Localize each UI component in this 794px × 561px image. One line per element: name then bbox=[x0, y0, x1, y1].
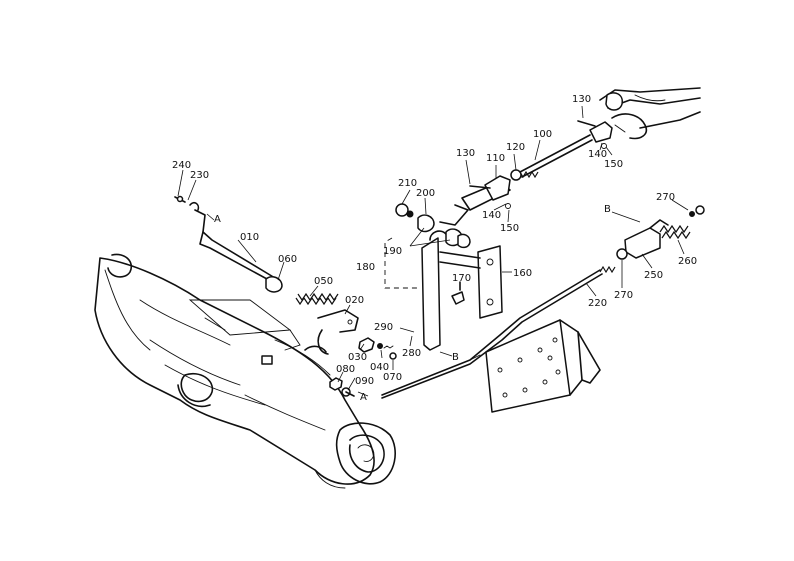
group-bracket-180 bbox=[384, 237, 420, 289]
callout-100: 100 bbox=[533, 129, 552, 140]
callout-280: 280 bbox=[402, 348, 421, 359]
callout-270a: 270 bbox=[614, 290, 633, 301]
callout-160: 160 bbox=[513, 268, 532, 279]
connector-b-lower: B bbox=[452, 352, 459, 363]
connector-letters: A A B B bbox=[214, 204, 611, 403]
callout-270b: 270 bbox=[656, 192, 675, 203]
callout-150b: 150 bbox=[500, 223, 519, 234]
callout-220: 220 bbox=[588, 298, 607, 309]
connector-a-upper: A bbox=[214, 214, 221, 225]
callout-230: 230 bbox=[190, 170, 209, 181]
leader-lines bbox=[177, 105, 689, 397]
callout-150a: 150 bbox=[604, 159, 623, 170]
transmission-housing bbox=[94, 253, 396, 489]
callout-130a: 130 bbox=[456, 148, 475, 159]
callout-200: 200 bbox=[416, 188, 435, 199]
joint-250-spring-260 bbox=[616, 205, 705, 260]
connector-b-right: B bbox=[604, 204, 611, 215]
fork-020 bbox=[304, 309, 359, 355]
clevis-rod-100 bbox=[469, 120, 613, 209]
callout-290: 290 bbox=[374, 322, 393, 333]
small-parts bbox=[329, 337, 397, 397]
connector-a-lower: A bbox=[360, 392, 367, 403]
callout-260: 260 bbox=[678, 256, 697, 267]
callout-060: 060 bbox=[278, 254, 297, 265]
callout-210: 210 bbox=[398, 178, 417, 189]
callout-030: 030 bbox=[348, 352, 367, 363]
callout-090: 090 bbox=[355, 376, 374, 387]
bolt-170 bbox=[451, 281, 465, 305]
bracket-plate bbox=[485, 319, 601, 413]
callout-140a: 140 bbox=[588, 149, 607, 160]
callout-130b: 130 bbox=[572, 94, 591, 105]
callout-120: 120 bbox=[506, 142, 525, 153]
callout-labels: 240 230 010 060 050 020 030 040 070 080 … bbox=[172, 94, 697, 387]
top-right-housing bbox=[599, 87, 701, 140]
shift-rod bbox=[381, 265, 616, 399]
callout-190: 190 bbox=[383, 246, 402, 257]
callout-050: 050 bbox=[314, 276, 333, 287]
rod-010 bbox=[174, 195, 283, 293]
bushings bbox=[395, 203, 471, 249]
callout-140b: 140 bbox=[482, 210, 501, 221]
callout-070: 070 bbox=[383, 372, 402, 383]
callout-170: 170 bbox=[452, 273, 471, 284]
callout-250: 250 bbox=[644, 270, 663, 281]
lever-assembly bbox=[421, 181, 511, 351]
callout-020: 020 bbox=[345, 295, 364, 306]
spring-050 bbox=[295, 292, 339, 306]
callout-040: 040 bbox=[370, 362, 389, 373]
callout-180: 180 bbox=[356, 262, 375, 273]
callout-110: 110 bbox=[486, 153, 505, 164]
callout-010: 010 bbox=[240, 232, 259, 243]
callout-080: 080 bbox=[336, 364, 355, 375]
callout-240: 240 bbox=[172, 160, 191, 171]
